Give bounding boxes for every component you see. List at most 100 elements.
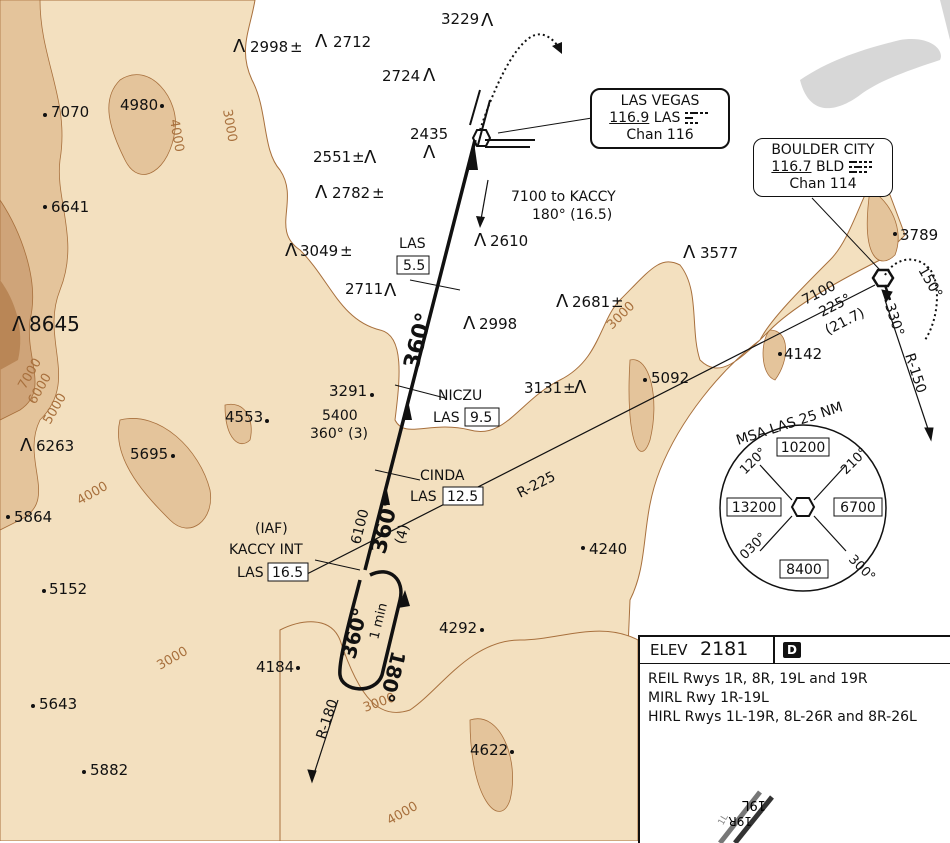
obstacle-icon: Λ xyxy=(315,31,328,52)
terrain-hill-4622 xyxy=(469,718,513,812)
obstacle-icon: Λ xyxy=(20,435,33,456)
spot-dot xyxy=(510,750,514,754)
spot-elevation: 7070 xyxy=(51,103,89,121)
terrain-hill-4553 xyxy=(224,403,252,445)
spot-elevation: ± xyxy=(372,184,385,202)
spot-dot xyxy=(893,232,897,236)
navaid-ident: BLD xyxy=(815,159,845,175)
spot-dot xyxy=(160,104,164,108)
kaccy-ident: LAS xyxy=(237,565,264,581)
spot-dot xyxy=(6,515,10,519)
spot-elevation: 6641 xyxy=(51,198,89,216)
spot-elevation: 2724 xyxy=(382,67,420,85)
spot-dot xyxy=(370,393,374,397)
spot-dot xyxy=(581,546,585,550)
spot-dot xyxy=(643,378,647,382)
radial-225-line xyxy=(304,284,876,576)
spot-elevation: 2610 xyxy=(490,232,528,250)
contour-label: 4000 xyxy=(166,118,187,153)
spot-elevation: 4184 xyxy=(256,658,294,676)
cinda-name: CINDA xyxy=(420,468,465,484)
airport-diagram-thumbnail: 19L 19R 1L xyxy=(717,790,774,843)
morse-code-icon xyxy=(684,111,711,125)
runway-label: 19L xyxy=(741,797,766,812)
spot-elevation: 3577 xyxy=(700,244,738,262)
radial-150-label: R-150 xyxy=(901,351,929,395)
spot-elevation: 4980 xyxy=(120,96,158,114)
niczu-dist: 9.5 xyxy=(470,410,492,426)
obstacle-icon: Λ xyxy=(12,312,26,336)
niczu-name: NICZU xyxy=(438,388,482,404)
obstacle-icon: Λ xyxy=(364,147,377,168)
spot-elevation: 5695 xyxy=(130,445,168,463)
spot-elevation: 3789 xyxy=(900,226,938,244)
elev-value: 2181 xyxy=(700,638,749,660)
lighting-line: HIRL Rwys 1L-19R, 8L-26R and 8R-26L xyxy=(648,709,917,725)
holding-pattern xyxy=(338,570,403,691)
msa-sector-west: 13200 xyxy=(732,500,777,516)
obstacle-icon: Λ xyxy=(683,242,696,263)
spot-elevation: 4240 xyxy=(589,540,627,558)
terrain-west xyxy=(0,0,906,841)
msa-circle: 10200 6700 8400 13200 120° 210° 300° 030… xyxy=(719,399,887,592)
las-vegas-navaid-box: LAS VEGAS 116.9 LAS Chan 116 xyxy=(590,88,730,149)
morse-code-icon xyxy=(848,160,875,174)
navaid-name: BOULDER CITY xyxy=(771,142,875,158)
spot-elevation: 5152 xyxy=(49,580,87,598)
kaccy-name: KACCY INT xyxy=(229,542,303,558)
spot-elevation: 2782 xyxy=(332,184,370,202)
spot-elevation: ± xyxy=(563,379,576,397)
spot-elevation: ± xyxy=(352,148,365,166)
las-dme-ident: LAS xyxy=(399,236,426,252)
leader-las xyxy=(497,117,593,134)
bld-330: 330° xyxy=(881,301,907,338)
navaid-ident: LAS xyxy=(653,110,681,126)
course-arrow xyxy=(380,485,390,505)
elev-label: ELEV xyxy=(650,641,688,659)
transition-course: 180° (16.5) xyxy=(532,207,612,223)
terrain-layer xyxy=(0,0,906,841)
terrain-hill-5695 xyxy=(118,418,212,529)
radial-150-line xyxy=(884,299,931,436)
msa-sector-north: 10200 xyxy=(781,440,826,456)
fix-tick-kaccy xyxy=(314,559,361,571)
spot-dot xyxy=(296,666,300,670)
obstacle-icon: Λ xyxy=(423,142,436,163)
spot-elevation: 5092 xyxy=(651,369,689,387)
airport-info-panel: ELEV 2181 D REIL Rwys 1R, 8R, 19L and 19… xyxy=(638,635,950,843)
spot-elevation: 3291 xyxy=(329,382,367,400)
transition-arrow xyxy=(476,216,485,228)
lake-mead xyxy=(800,39,941,109)
spot-elevation: ± xyxy=(290,38,303,56)
boulder-city-navaid-box: BOULDER CITY 116.7 BLD Chan 114 xyxy=(753,138,893,197)
lighting-line: MIRL Rwy 1R-19L xyxy=(648,690,769,706)
runway xyxy=(477,99,491,146)
spot-dot xyxy=(31,704,35,708)
bld-vor-symbol xyxy=(871,268,895,288)
spot-elevation: 2551 xyxy=(313,148,351,166)
spot-elevation: 3049 xyxy=(300,242,338,260)
cinda-ident: LAS xyxy=(410,489,437,505)
spot-elevation: 3131 xyxy=(524,379,562,397)
hold-arrow xyxy=(398,590,410,608)
spot-elevation: ± xyxy=(340,242,353,260)
spot-elevation: 4553 xyxy=(225,408,263,426)
obstacle-icon: Λ xyxy=(423,65,436,86)
kaccy-iaf: (IAF) xyxy=(255,521,288,537)
obstacle-icon: Λ xyxy=(574,377,587,398)
transition-alt: 7100 to KACCY xyxy=(511,189,616,205)
spot-dot xyxy=(778,352,782,356)
course-arrow xyxy=(466,142,478,170)
airport-type-badge: D xyxy=(783,642,801,658)
spot-dot xyxy=(43,205,47,209)
obstacle-icon: Λ xyxy=(233,36,246,57)
spot-dot xyxy=(42,589,46,593)
lighting-line: REIL Rwys 1R, 8R, 19L and 19R xyxy=(648,671,868,687)
niczu-ident: LAS xyxy=(433,410,460,426)
terrain-darker-peak xyxy=(0,280,21,370)
msa-sector-east: 6700 xyxy=(840,500,876,516)
spot-elevation: 4292 xyxy=(439,619,477,637)
spot-elevations: 3229 Λ Λ 2998 ± Λ 2712 2724 Λ 4980 7070 … xyxy=(6,10,938,779)
radial-180-line xyxy=(311,699,339,781)
course-arrow xyxy=(402,400,412,420)
